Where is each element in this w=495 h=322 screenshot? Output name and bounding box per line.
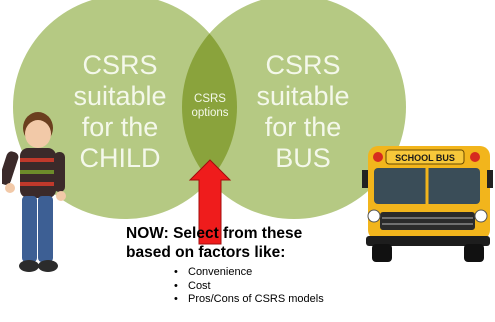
caption-line: NOW: Select from these bbox=[126, 225, 303, 242]
overlap-label: CSRS options bbox=[171, 92, 249, 120]
factor-item: Convenience bbox=[170, 266, 324, 280]
right-circle-line: for the bbox=[264, 112, 342, 142]
right-circle-line: BUS bbox=[275, 143, 331, 173]
left-circle bbox=[13, 0, 237, 219]
left-circle-line: suitable bbox=[73, 81, 167, 111]
child-illustration bbox=[2, 112, 66, 272]
overlap-line: options bbox=[191, 107, 229, 119]
right-circle bbox=[182, 0, 406, 219]
factor-item: Pros/Cons of CSRS models bbox=[170, 293, 324, 307]
bus-sign: SCHOOL BUS bbox=[395, 153, 455, 163]
left-circle-line: CHILD bbox=[79, 143, 161, 173]
caption-line: based on factors like: bbox=[126, 244, 286, 261]
right-circle-line: suitable bbox=[256, 81, 350, 111]
overlap-line: CSRS bbox=[194, 93, 226, 105]
right-circle-line: CSRS bbox=[265, 50, 341, 80]
factor-item: Cost bbox=[170, 280, 324, 294]
factors-list: Convenience Cost Pros/Cons of CSRS model… bbox=[170, 266, 324, 307]
school-bus-illustration: SCHOOL BUS bbox=[362, 146, 493, 262]
instruction-caption: NOW: Select from these based on factors … bbox=[126, 224, 366, 262]
left-circle-label: CSRS suitable for the CHILD bbox=[55, 50, 185, 174]
arrow-shape bbox=[188, 159, 232, 245]
left-circle-line: CSRS bbox=[82, 50, 158, 80]
right-circle-label: CSRS suitable for the BUS bbox=[238, 50, 368, 174]
left-circle-line: for the bbox=[81, 112, 159, 142]
